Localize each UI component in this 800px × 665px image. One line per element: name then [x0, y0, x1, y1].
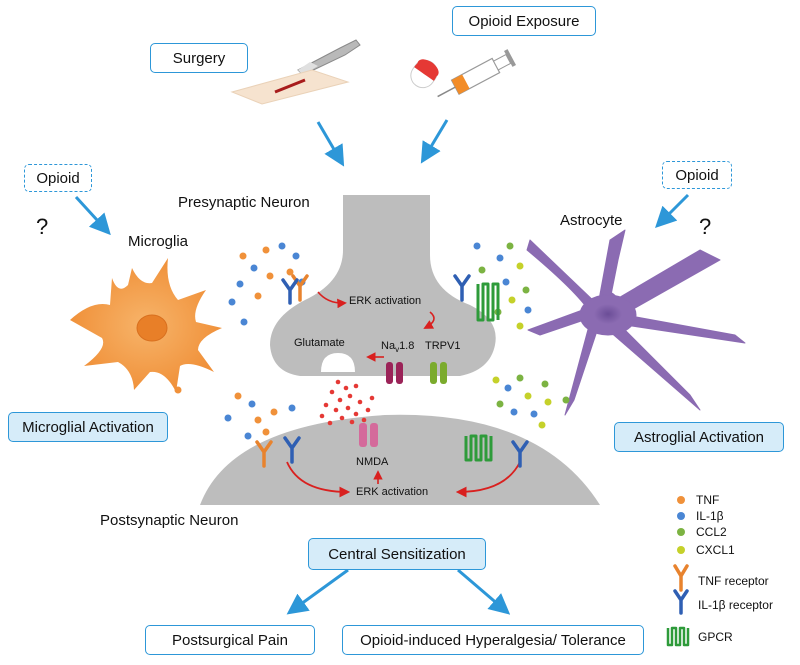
legend-tnf-receptor-icon — [673, 564, 689, 592]
post-tnf-receptor — [255, 440, 273, 468]
nav-rest: 1.8 — [399, 340, 415, 352]
microglia-label: Microglia — [128, 233, 189, 250]
microglia-nucleus — [136, 314, 168, 342]
astrocyte-nucleus — [594, 304, 622, 324]
erk-post-arrow-left — [286, 461, 351, 498]
erk-activation-pre-label: ERK activation — [349, 295, 422, 307]
pill-icon — [410, 59, 439, 89]
question-mark-right: ? — [699, 214, 712, 239]
nav18-channel — [386, 362, 403, 384]
erk-post-arrow-right — [455, 461, 521, 498]
presynaptic-label: Presynaptic Neuron — [178, 194, 310, 211]
post-il1b-receptor-a — [283, 436, 301, 464]
legend-gpcr: GPCR — [698, 630, 733, 644]
glutamate-label: Glutamate — [294, 337, 345, 349]
scalpel-icon — [297, 39, 361, 76]
astroglial-activation-box: Astroglial Activation — [614, 422, 784, 452]
post-il1b-receptor-b — [511, 440, 529, 468]
astrocyte-label: Astrocyte — [560, 212, 623, 229]
legend-gpcr-icon — [666, 626, 690, 647]
opioid-exposure-box: Opioid Exposure — [452, 6, 596, 36]
legend-tnf-dot — [677, 496, 685, 504]
postsurgical-pain-box: Postsurgical Pain — [145, 625, 315, 655]
arrow-opioid-right — [655, 193, 690, 228]
erk-activation-post-label: ERK activation — [356, 486, 429, 498]
surgery-box: Surgery — [150, 43, 248, 73]
opioid-left-box: Opioid — [24, 164, 92, 192]
hyperalgesia-box: Opioid-induced Hyperalgesia/ Tolerance — [342, 625, 644, 655]
legend-tnf-receptor: TNF receptor — [698, 574, 769, 588]
skin-incision-icon — [230, 69, 350, 105]
arrow-surgery — [316, 121, 345, 167]
arrow-to-hyperalgesia — [457, 568, 511, 615]
legend-cxcl1-dot — [677, 546, 685, 554]
legend-cxcl1: CXCL1 — [696, 543, 735, 557]
trpv1-channel — [430, 362, 447, 384]
pre-il1b-receptor-a — [281, 278, 299, 305]
glutamate-release — [319, 379, 375, 426]
glutamate-vesicle — [319, 350, 357, 373]
erk-pre-arrow-in — [317, 291, 347, 309]
legend-ccl2: CCL2 — [696, 525, 727, 539]
central-sensitization-box: Central Sensitization — [308, 538, 486, 570]
legend-il1b-dot — [677, 512, 685, 520]
post-gpcr — [464, 434, 493, 462]
nmda-label: NMDA — [356, 456, 389, 468]
nav-main: Na — [381, 340, 396, 352]
legend-il1b-receptor-icon — [673, 589, 689, 615]
opioid-right-box: Opioid — [662, 161, 732, 189]
nmda-receptor — [359, 423, 378, 447]
microglial-activation-box: Microglial Activation — [8, 412, 168, 442]
pre-gpcr — [476, 282, 500, 322]
legend-ccl2-dot — [677, 528, 685, 536]
trpv1-label: TRPV1 — [425, 340, 461, 352]
legend-symbols — [666, 496, 690, 647]
legend-tnf: TNF — [696, 493, 720, 507]
pre-il1b-receptor-b — [453, 274, 471, 302]
presynaptic-neuron — [270, 195, 496, 376]
astrocyte-cell — [526, 229, 746, 416]
legend-il1b-receptor: IL-1β receptor — [698, 598, 773, 612]
erk-pre-arrow-out — [423, 311, 435, 329]
question-mark-left: ? — [36, 214, 49, 239]
postsynaptic-label: Postsynaptic Neuron — [100, 512, 239, 529]
legend-il1b: IL-1β — [696, 509, 724, 523]
arrow-opioid-left — [74, 195, 111, 236]
nav18-label: Nav1.8 — [381, 340, 414, 354]
arrow-to-postsurgical — [286, 568, 349, 615]
nav-sub: v — [395, 345, 400, 355]
arrow-opioid-exposure — [420, 119, 449, 164]
syringe-icon — [437, 49, 517, 98]
